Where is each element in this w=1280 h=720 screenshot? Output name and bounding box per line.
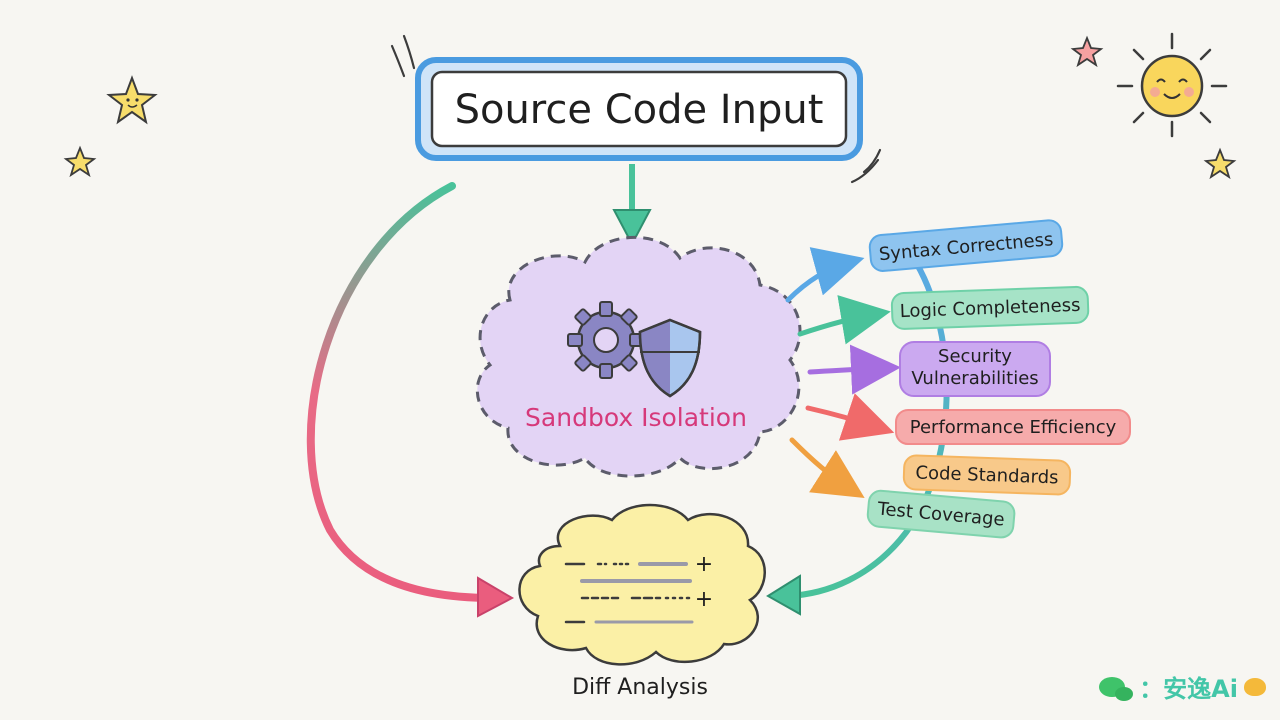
duck-icon: [1244, 677, 1266, 696]
source-code-input-box: Source Code Input: [415, 57, 863, 161]
title-text: Source Code Input: [455, 87, 824, 133]
check-security-label-line1: Security: [938, 346, 1012, 367]
check-performance: Performance Efficiency: [895, 409, 1131, 445]
arrow-to-standards: [789, 437, 865, 499]
star-icon: [63, 145, 97, 178]
check-syntax: Syntax Correctness: [868, 219, 1064, 272]
motion-lines: [390, 34, 882, 184]
chat-icon: [1099, 676, 1134, 701]
arrow-to-logic: [797, 295, 891, 345]
arrow-input-to-diff: [306, 182, 496, 602]
star-icon: [1070, 35, 1104, 68]
watermark: ：安逸Ai: [1099, 669, 1266, 704]
diff-line-0: +: [695, 552, 713, 577]
arrow-input-to-sandbox: [612, 164, 652, 247]
shield-icon: [638, 318, 702, 398]
check-standards-label: Code Standards: [915, 462, 1059, 488]
sun-icon: [1116, 32, 1228, 138]
star-icon: [1203, 147, 1237, 180]
arrow-input-to-diff-head: [477, 576, 515, 618]
check-coverage: Test Coverage: [866, 489, 1016, 539]
diff-cloud: + +: [518, 503, 766, 666]
sandbox-cloud: Sandbox Isolation: [475, 236, 802, 478]
diff-label: Diff Analysis: [572, 675, 708, 700]
arrow-to-performance: [805, 393, 895, 441]
arrow-to-syntax: [785, 247, 865, 303]
check-security: Security Vulnerabilities: [899, 341, 1051, 397]
gear-icon: [567, 301, 645, 379]
sandbox-label: Sandbox Isolation: [525, 403, 747, 432]
arrow-checks-to-diff-head: [766, 574, 801, 616]
check-performance-label: Performance Efficiency: [910, 417, 1117, 438]
check-arrows: [785, 247, 901, 499]
arrow-to-security: [807, 344, 901, 395]
watermark-text: ：安逸Ai: [1139, 675, 1238, 703]
star-icon: [106, 75, 158, 125]
check-security-label-line2: Vulnerabilities: [911, 368, 1038, 389]
check-standards: Code Standards: [902, 454, 1072, 496]
diff-line-1: +: [695, 587, 713, 612]
check-logic: Logic Completeness: [890, 285, 1090, 330]
